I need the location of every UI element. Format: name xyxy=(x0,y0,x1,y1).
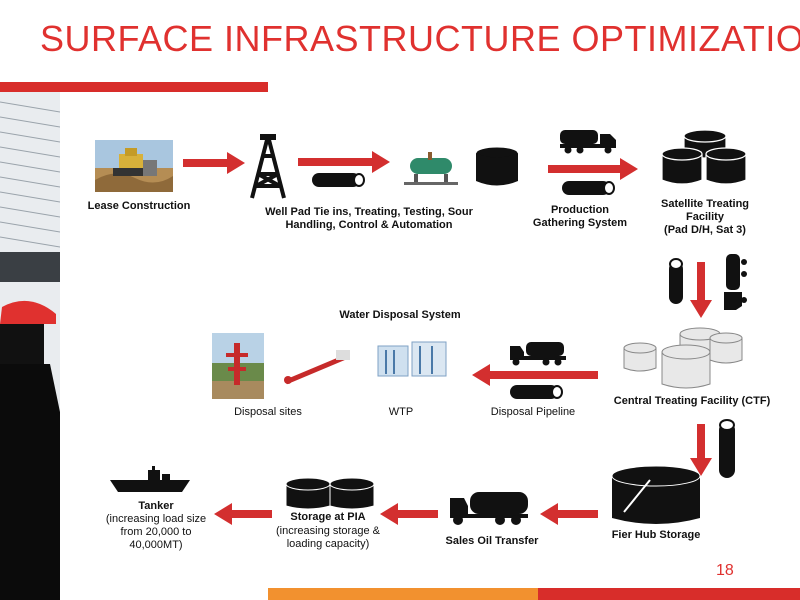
page-title: SURFACE INFRASTRUCTURE OPTIMIZATION xyxy=(40,18,800,59)
arrow-right xyxy=(298,151,390,173)
truck-icon xyxy=(508,340,566,366)
wellpad-label-line2: Handling, Control & Automation xyxy=(285,219,453,231)
arrow-left xyxy=(472,364,598,386)
wtp-label: WTP xyxy=(388,406,414,418)
production-label-line2: Gathering System xyxy=(532,217,628,229)
water-disposal-title: Water Disposal System xyxy=(339,309,461,321)
storage-tank-icon xyxy=(610,462,702,526)
ship-icon xyxy=(108,466,192,494)
pia-label-line2: (increasing storage & xyxy=(276,525,380,537)
separator-icon xyxy=(400,150,462,186)
tanker-label-line2: (increasing load size xyxy=(105,513,207,525)
footer-bar-red xyxy=(538,588,800,600)
pipe-icon xyxy=(306,172,366,188)
tank-icon xyxy=(474,146,520,188)
satellite-label-line1: Satellite Treating xyxy=(660,198,750,210)
tanker-label-line3: from 20,000 to xyxy=(120,526,192,538)
ctf-tanks-icon xyxy=(620,324,750,390)
arrow-right xyxy=(183,152,245,174)
derrick-icon xyxy=(246,134,290,200)
arrow-left xyxy=(214,503,272,525)
ctf-label: Central Treating Facility (CTF) xyxy=(613,395,771,407)
page-number: 18 xyxy=(716,562,734,579)
wellhead-line-icon xyxy=(282,346,354,386)
bulldozer-photo xyxy=(95,140,173,192)
pia-label-line1: Storage at PIA xyxy=(290,511,366,523)
disposal-pipeline-label: Disposal Pipeline xyxy=(490,406,576,418)
pia-sublabel: (increasing storage & loading capacity) xyxy=(258,525,398,551)
wellhead-photo xyxy=(212,333,264,399)
worker-silhouette xyxy=(0,92,60,600)
production-label: Production Gathering System xyxy=(520,204,640,230)
footer-bar-orange xyxy=(268,588,538,600)
title-underline-bar xyxy=(0,82,268,92)
arrow-left xyxy=(380,503,438,525)
arrow-right xyxy=(548,158,638,180)
truck-icon-vertical xyxy=(720,254,750,312)
truck-icon xyxy=(560,128,618,154)
satellite-label-line3: (Pad D/H, Sat 3) xyxy=(664,224,746,236)
disposal-sites-label: Disposal sites xyxy=(234,406,302,418)
pipe-icon-vertical xyxy=(718,418,736,480)
arrow-down xyxy=(690,262,712,318)
tanker-label-line4: 40,000MT) xyxy=(129,539,183,551)
satellite-label-line2: Facility xyxy=(686,211,724,223)
arrow-left xyxy=(540,503,598,525)
tanks-cluster-icon xyxy=(660,128,750,192)
pipe-icon-vertical xyxy=(668,258,684,306)
production-label-line1: Production xyxy=(550,204,610,216)
sales-oil-label: Sales Oil Transfer xyxy=(445,535,539,547)
pipe-icon xyxy=(556,180,616,196)
tanker-label-line1: Tanker xyxy=(138,500,174,512)
lease-construction-label: Lease Construction xyxy=(87,200,191,212)
pia-label-line3: loading capacity) xyxy=(286,538,370,550)
tanker-label: Tanker (increasing load size from 20,000… xyxy=(96,500,216,552)
pipe-icon xyxy=(504,384,564,400)
wtp-icon xyxy=(374,336,450,380)
fier-hub-label: Fier Hub Storage xyxy=(611,529,701,541)
pia-label: Storage at PIA xyxy=(268,511,388,524)
wellpad-label: Well Pad Tie ins, Treating, Testing, Sou… xyxy=(244,206,494,232)
wellpad-label-line1: Well Pad Tie ins, Treating, Testing, Sou… xyxy=(265,206,473,218)
arrow-down xyxy=(690,424,712,476)
truck-icon xyxy=(448,490,530,526)
storage-tanks-pia-icon xyxy=(284,474,376,510)
satellite-label: Satellite Treating Facility (Pad D/H, Sa… xyxy=(640,198,770,237)
